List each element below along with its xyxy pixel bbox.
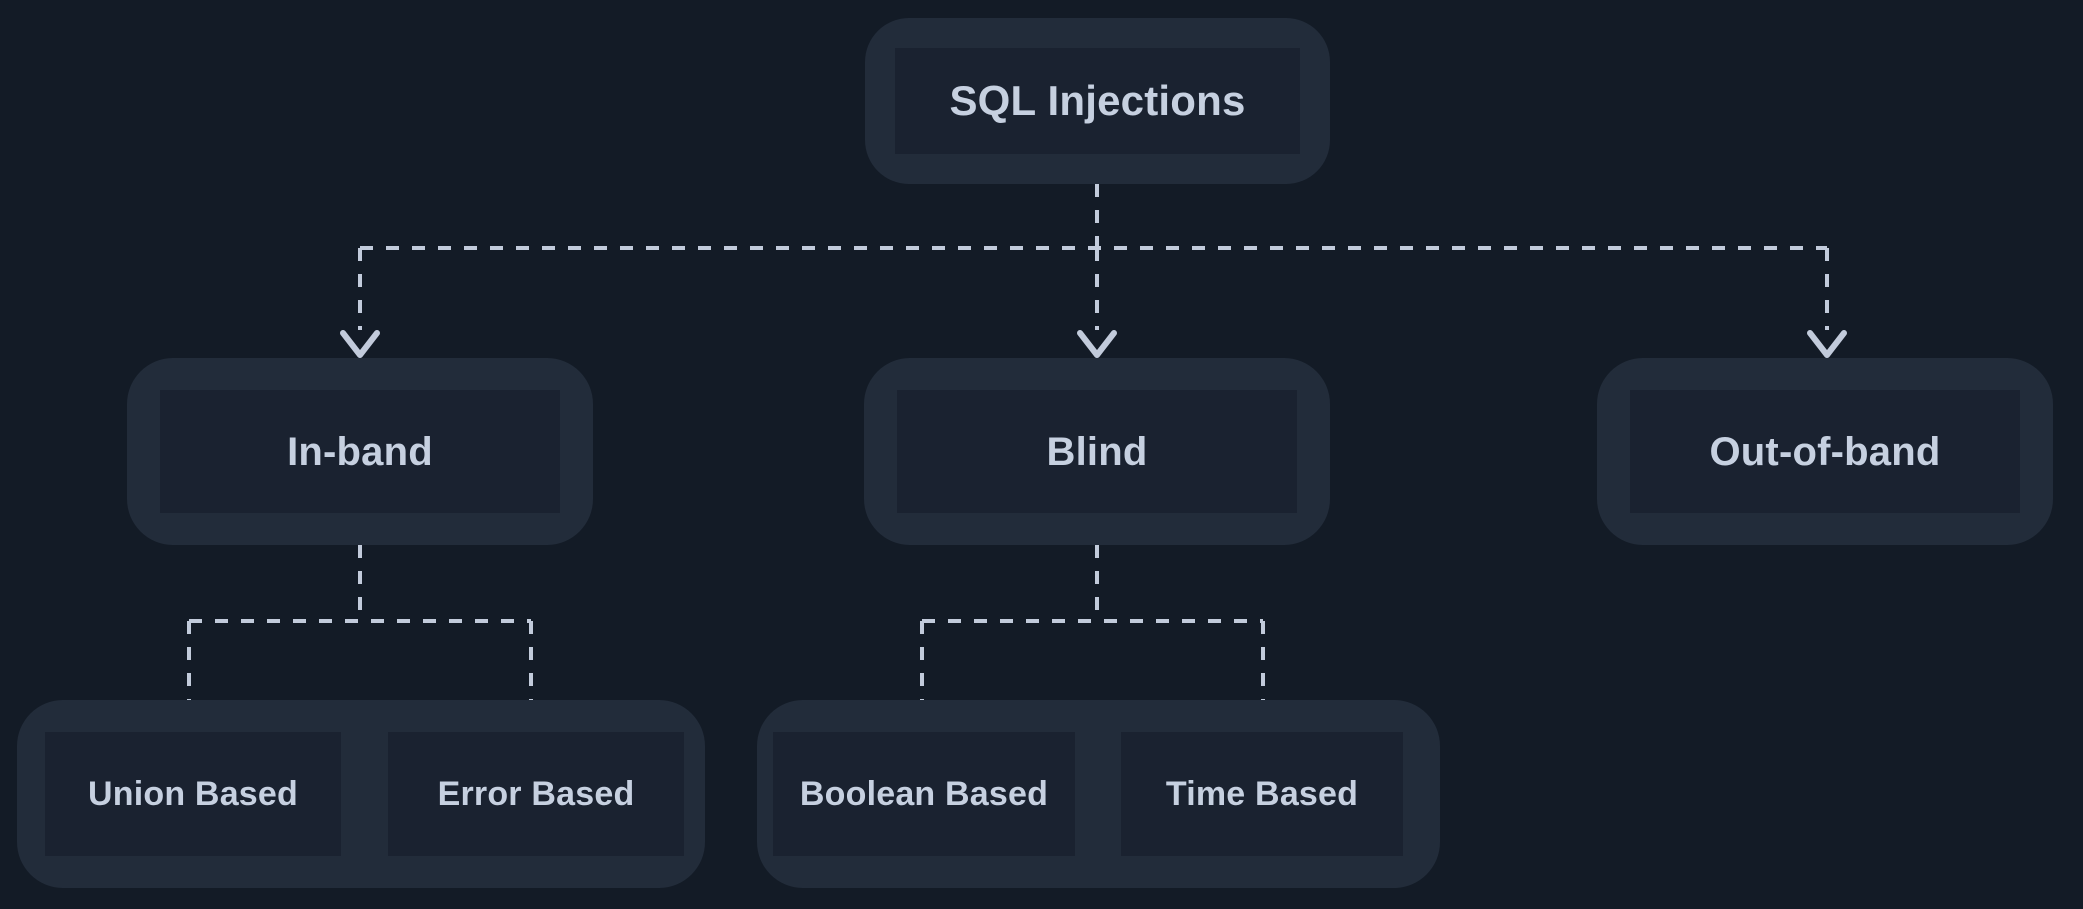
node-sql-injections[interactable]: SQL Injections [865, 18, 1330, 184]
node-time-based-label: Time Based [1165, 775, 1359, 813]
node-out-of-band-panel: Out-of-band [1630, 390, 2020, 513]
node-sql-injections-panel: SQL Injections [895, 48, 1300, 154]
node-error-based-label: Error Based [437, 775, 635, 813]
node-blind-label: Blind [1046, 429, 1148, 474]
node-in-band-panel: In-band [160, 390, 560, 513]
node-out-of-band-label: Out-of-band [1709, 429, 1941, 474]
node-error-based[interactable]: Error Based [388, 732, 684, 856]
node-blind-panel: Blind [897, 390, 1297, 513]
node-time-based[interactable]: Time Based [1121, 732, 1403, 856]
node-in-band-label: In-band [287, 429, 433, 474]
arrowhead-inband [343, 333, 377, 355]
arrowhead-outofband [1810, 333, 1844, 355]
node-out-of-band[interactable]: Out-of-band [1597, 358, 2053, 545]
node-in-band[interactable]: In-band [127, 358, 593, 545]
node-union-based-label: Union Based [87, 775, 298, 813]
node-boolean-based[interactable]: Boolean Based [773, 732, 1075, 856]
node-blind[interactable]: Blind [864, 358, 1330, 545]
arrowhead-blind [1080, 333, 1114, 355]
node-sql-injections-label: SQL Injections [949, 77, 1246, 124]
group-blind-children: Boolean Based Time Based [757, 700, 1440, 888]
node-boolean-based-label: Boolean Based [799, 775, 1049, 813]
group-in-band-children: Union Based Error Based [17, 700, 705, 888]
node-union-based[interactable]: Union Based [45, 732, 341, 856]
